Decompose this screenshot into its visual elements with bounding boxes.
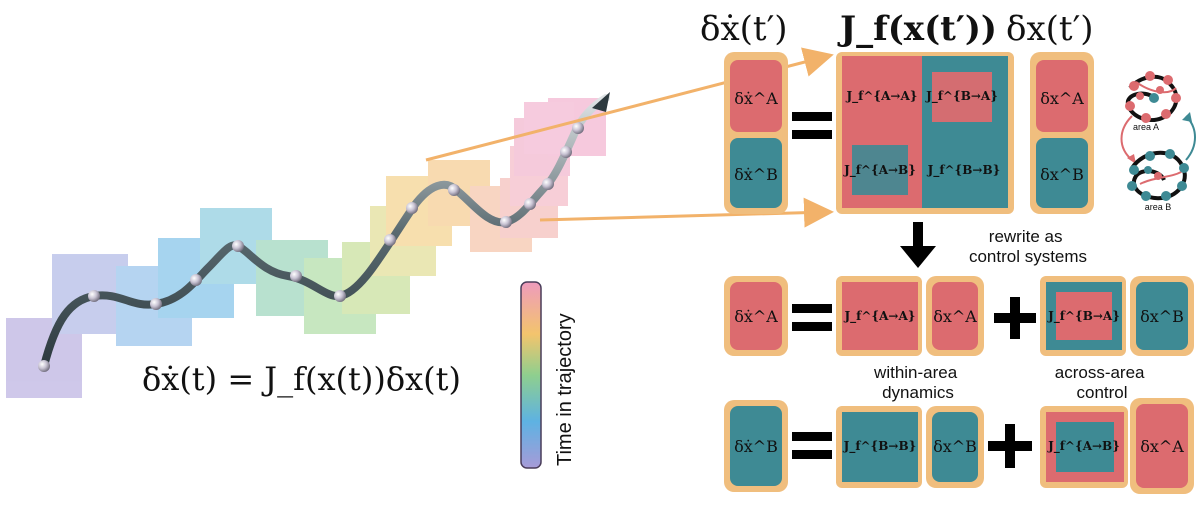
label-dxdot: δẋ(t′) (700, 9, 788, 49)
rewrite-arrow (900, 222, 936, 268)
label-jacobian: J_f(x(t′)) (837, 9, 997, 49)
row-b-jacobian-across: J_f^{A→B} (1040, 406, 1128, 488)
row-a-jacobian-across: J_f^{B→A} (1040, 276, 1126, 356)
jacobian-matrix: J_f^{A→A} J_f^{B→A} J_f^{A→B} J_f^{B→B} (836, 52, 1014, 214)
j-ab-label: J_f^{A→B} (843, 163, 916, 178)
row-a-x-within-label: δx^A (933, 307, 977, 326)
network-illustration: area A area B (1120, 71, 1196, 212)
row-a-x-across-label: δx^B (1140, 307, 1184, 326)
rhs-b-label: δx^B (1040, 165, 1084, 184)
tangent-squares (6, 98, 606, 398)
row-b-x-within-label: δx^B (933, 437, 977, 456)
row-a-equation: δẋ^A J_f^{A→A} δx^A J_f^{B→A} (724, 276, 1194, 356)
row-a-equals (792, 304, 832, 331)
area-a-network: area A (1125, 71, 1181, 132)
trajectory-panel: δẋ(t) = J_f(x(t))δx(t) Time in trajector… (6, 92, 610, 469)
area-b-network: area B (1127, 149, 1189, 212)
caption-across-line1: across-area (1055, 363, 1145, 382)
main-equation: δẋ^A δẋ^B J_f^{A→A} J_f^{B→A} J_f^{A→B} … (724, 52, 1094, 214)
row-b-jacobian-within: J_f^{B→B} (836, 406, 922, 488)
row-b-lhs-label: δẋ^B (734, 437, 778, 456)
caption-within: within-area dynamics (873, 363, 962, 402)
row-b-x-within: δx^B (926, 406, 984, 488)
caption-within-line1: within-area (873, 363, 958, 382)
row-a-x-across: δx^B (1130, 276, 1194, 356)
a-to-b-arrow (1120, 115, 1133, 161)
trajectory-arrow-tip (592, 92, 610, 112)
rewrite-label-line2: control systems (969, 247, 1087, 266)
j-bb-label: J_f^{B→B} (927, 163, 1001, 178)
j-aa-label: J_f^{A→A} (845, 89, 917, 104)
trajectory-equation: δẋ(t) = J_f(x(t))δx(t) (142, 360, 461, 398)
top-labels: δẋ(t′) J_f(x(t′)) δx(t′) (700, 9, 1094, 49)
rhs-a-label: δx^A (1040, 89, 1084, 108)
row-a-jacobian-within: J_f^{A→A} (836, 276, 922, 356)
row-a-lhs: δẋ^A (724, 276, 788, 356)
b-to-a-arrow (1185, 115, 1196, 161)
row-a-j-across-label: J_f^{B→A} (1047, 309, 1120, 324)
lhs-vector: δẋ^A δẋ^B (724, 52, 788, 214)
area-b-label: area B (1145, 202, 1172, 212)
row-a-x-within: δx^A (926, 276, 984, 356)
j-ba-label: J_f^{B→A} (925, 89, 998, 104)
row-b-j-across-label: J_f^{A→B} (1047, 439, 1120, 454)
label-dx: δx(t′) (1006, 9, 1094, 49)
row-b-x-across: δx^A (1130, 398, 1194, 494)
area-a-label: area A (1133, 122, 1159, 132)
caption-across: across-area control (1055, 363, 1150, 402)
row-b-equation: δẋ^B J_f^{B→B} δx^B J_f^{A→B} (724, 398, 1194, 494)
row-a-lhs-label: δẋ^A (734, 307, 778, 326)
row-a-j-within-label: J_f^{A→A} (843, 309, 915, 324)
equals-sign (792, 112, 832, 139)
lhs-a-label: δẋ^A (734, 89, 778, 108)
row-b-lhs: δẋ^B (724, 400, 788, 492)
rewrite-label-line1: rewrite as (989, 227, 1063, 246)
trajectory-beads (38, 122, 584, 372)
row-b-equals (792, 432, 832, 459)
time-colorbar (520, 281, 542, 469)
caption-across-line2: control (1076, 383, 1127, 402)
lhs-b-label: δẋ^B (734, 165, 778, 184)
caption-within-line2: dynamics (882, 383, 954, 402)
row-b-j-within-label: J_f^{B→B} (843, 439, 917, 454)
row-b-plus (988, 424, 1032, 468)
row-a-plus (994, 297, 1036, 339)
row-b-x-across-label: δx^A (1140, 437, 1184, 456)
colorbar-label: Time in trajectory (554, 313, 576, 466)
rhs-vector: δx^A δx^B (1030, 52, 1094, 214)
rewrite-label: rewrite as control systems (969, 227, 1087, 266)
